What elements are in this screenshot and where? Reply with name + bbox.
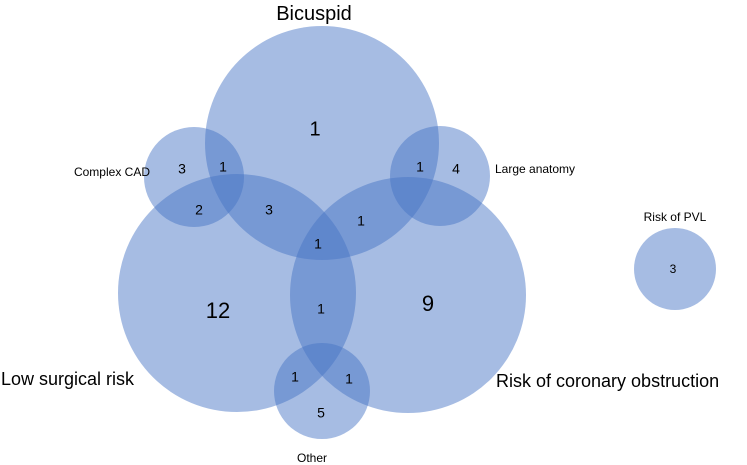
circle-other (274, 343, 370, 439)
count-low-risk-only: 12 (206, 298, 230, 323)
label-low-surgical-risk: Low surgical risk (1, 369, 135, 389)
count-low-risk-coronary: 1 (317, 301, 325, 317)
count-complex-cad-bicuspid: 1 (219, 159, 227, 175)
label-other: Other (297, 451, 327, 465)
count-large-anatomy-bicuspid: 1 (416, 159, 424, 175)
label-risk-of-pvl: Risk of PVL (644, 210, 707, 224)
circle-coronary-obstruction (290, 177, 526, 413)
label-coronary-obstruction: Risk of coronary obstruction (496, 371, 719, 391)
count-risk-of-pvl-only: 3 (670, 262, 677, 276)
count-other-only: 5 (317, 405, 325, 421)
count-bicuspid-low-risk-coronary: 1 (314, 236, 322, 252)
label-large-anatomy: Large anatomy (495, 162, 575, 176)
set-circles (118, 26, 716, 439)
count-coronary-only: 9 (422, 291, 434, 316)
circle-large-anatomy (390, 126, 490, 226)
count-complex-cad-low-risk: 2 (195, 202, 203, 218)
circle-complex-cad (144, 127, 244, 227)
label-bicuspid: Bicuspid (276, 3, 352, 25)
count-large-anatomy-only: 4 (452, 161, 460, 177)
count-other-low-risk: 1 (291, 369, 299, 385)
count-other-coronary: 1 (345, 371, 353, 387)
label-complex-cad: Complex CAD (74, 165, 150, 179)
circle-low-surgical-risk (118, 174, 356, 412)
count-bicuspid-coronary: 1 (357, 213, 365, 229)
count-bicuspid-low-risk: 3 (265, 202, 273, 218)
circle-risk-of-pvl (634, 228, 716, 310)
circle-bicuspid (205, 26, 439, 260)
count-complex-cad-only: 3 (178, 161, 186, 177)
count-bicuspid-only: 1 (309, 118, 320, 140)
